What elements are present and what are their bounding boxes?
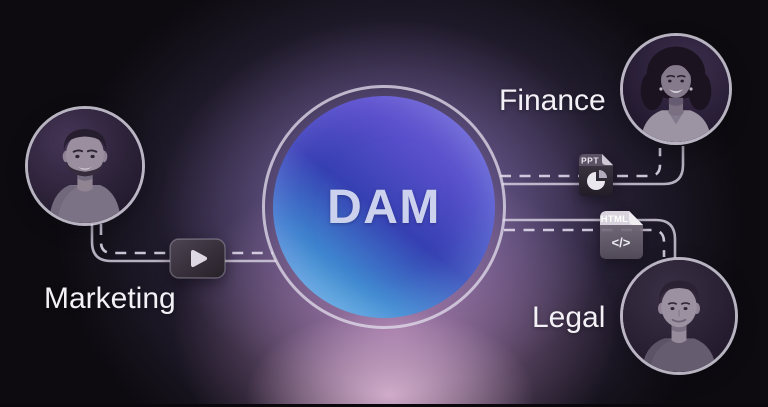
bottom-vignette bbox=[0, 404, 768, 407]
video-play-icon bbox=[169, 238, 226, 279]
legal-avatar bbox=[620, 257, 738, 375]
marketing-portrait bbox=[28, 109, 142, 223]
marketing-label: Marketing bbox=[44, 282, 176, 315]
html-badge-label: HTML bbox=[601, 214, 629, 225]
connector-marketing-dashed bbox=[99, 224, 273, 255]
connector-marketing-solid bbox=[90, 224, 276, 263]
ppt-badge-label: PPT bbox=[581, 156, 599, 166]
dam-hub-ring bbox=[262, 85, 506, 329]
code-glyph: </> bbox=[612, 235, 631, 250]
connector-legal-solid bbox=[503, 218, 677, 258]
connector-legal-dashed bbox=[504, 228, 666, 257]
html-file-icon: HTML </> bbox=[598, 209, 645, 261]
dam-hub: DAM bbox=[273, 96, 495, 318]
legal-portrait bbox=[623, 260, 735, 372]
finance-avatar bbox=[620, 33, 732, 145]
dam-hub-label: DAM bbox=[327, 180, 441, 234]
marketing-avatar bbox=[25, 106, 145, 226]
ppt-file-icon: PPT bbox=[577, 152, 615, 197]
legal-label: Legal bbox=[532, 301, 606, 334]
connector-finance-dashed bbox=[500, 148, 662, 178]
finance-portrait bbox=[623, 36, 729, 142]
connector-finance-solid bbox=[502, 146, 685, 186]
finance-label: Finance bbox=[499, 84, 606, 117]
